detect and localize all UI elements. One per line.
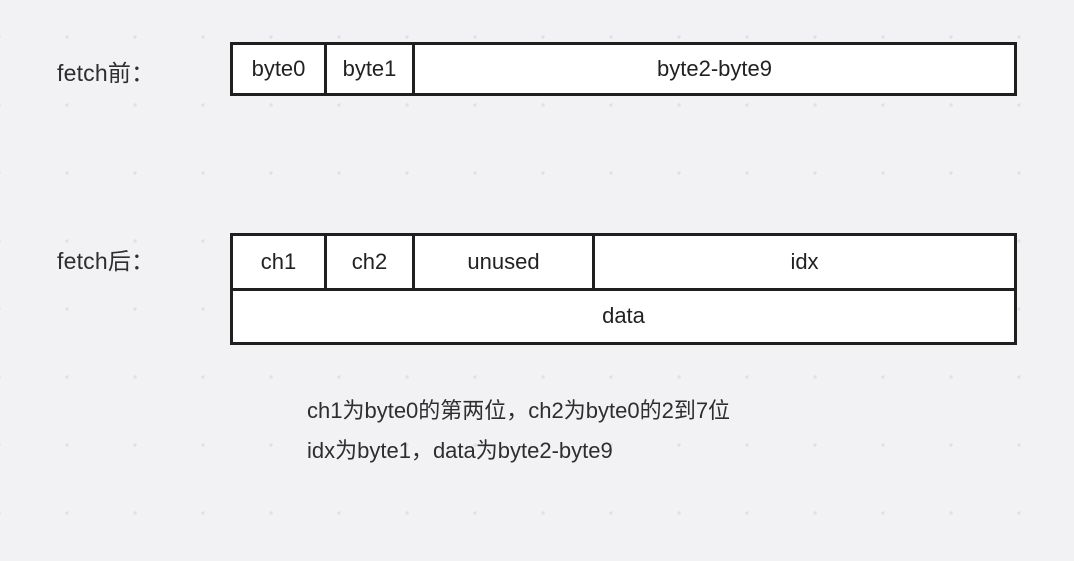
cell-byte2-byte9: byte2-byte9 bbox=[412, 45, 1014, 93]
cell-data: data bbox=[233, 290, 1014, 342]
byte-layout-before: byte0 byte1 byte2-byte9 bbox=[230, 42, 1017, 96]
annotation-line-1: ch1为byte0的第两位，ch2为byte0的2到7位 bbox=[307, 398, 731, 423]
row-label-before: fetch前： bbox=[57, 60, 155, 86]
cell-ch1: ch1 bbox=[233, 236, 324, 288]
row-label-after: fetch后： bbox=[57, 248, 155, 274]
byte-row-bottom: data bbox=[233, 290, 1014, 342]
byte-row: byte0 byte1 byte2-byte9 bbox=[233, 45, 1014, 93]
annotation-text: ch1为byte0的第两位，ch2为byte0的2到7位 idx为byte1，d… bbox=[307, 391, 730, 471]
cell-ch2: ch2 bbox=[324, 236, 412, 288]
cell-idx: idx bbox=[592, 236, 1014, 288]
annotation-line-2: idx为byte1，data为byte2-byte9 bbox=[307, 438, 613, 463]
byte-layout-after: ch1 ch2 unused idx data bbox=[230, 233, 1017, 345]
cell-byte0: byte0 bbox=[233, 45, 324, 93]
byte-row-top: ch1 ch2 unused idx bbox=[233, 236, 1014, 291]
cell-unused: unused bbox=[412, 236, 592, 288]
cell-byte1: byte1 bbox=[324, 45, 412, 93]
